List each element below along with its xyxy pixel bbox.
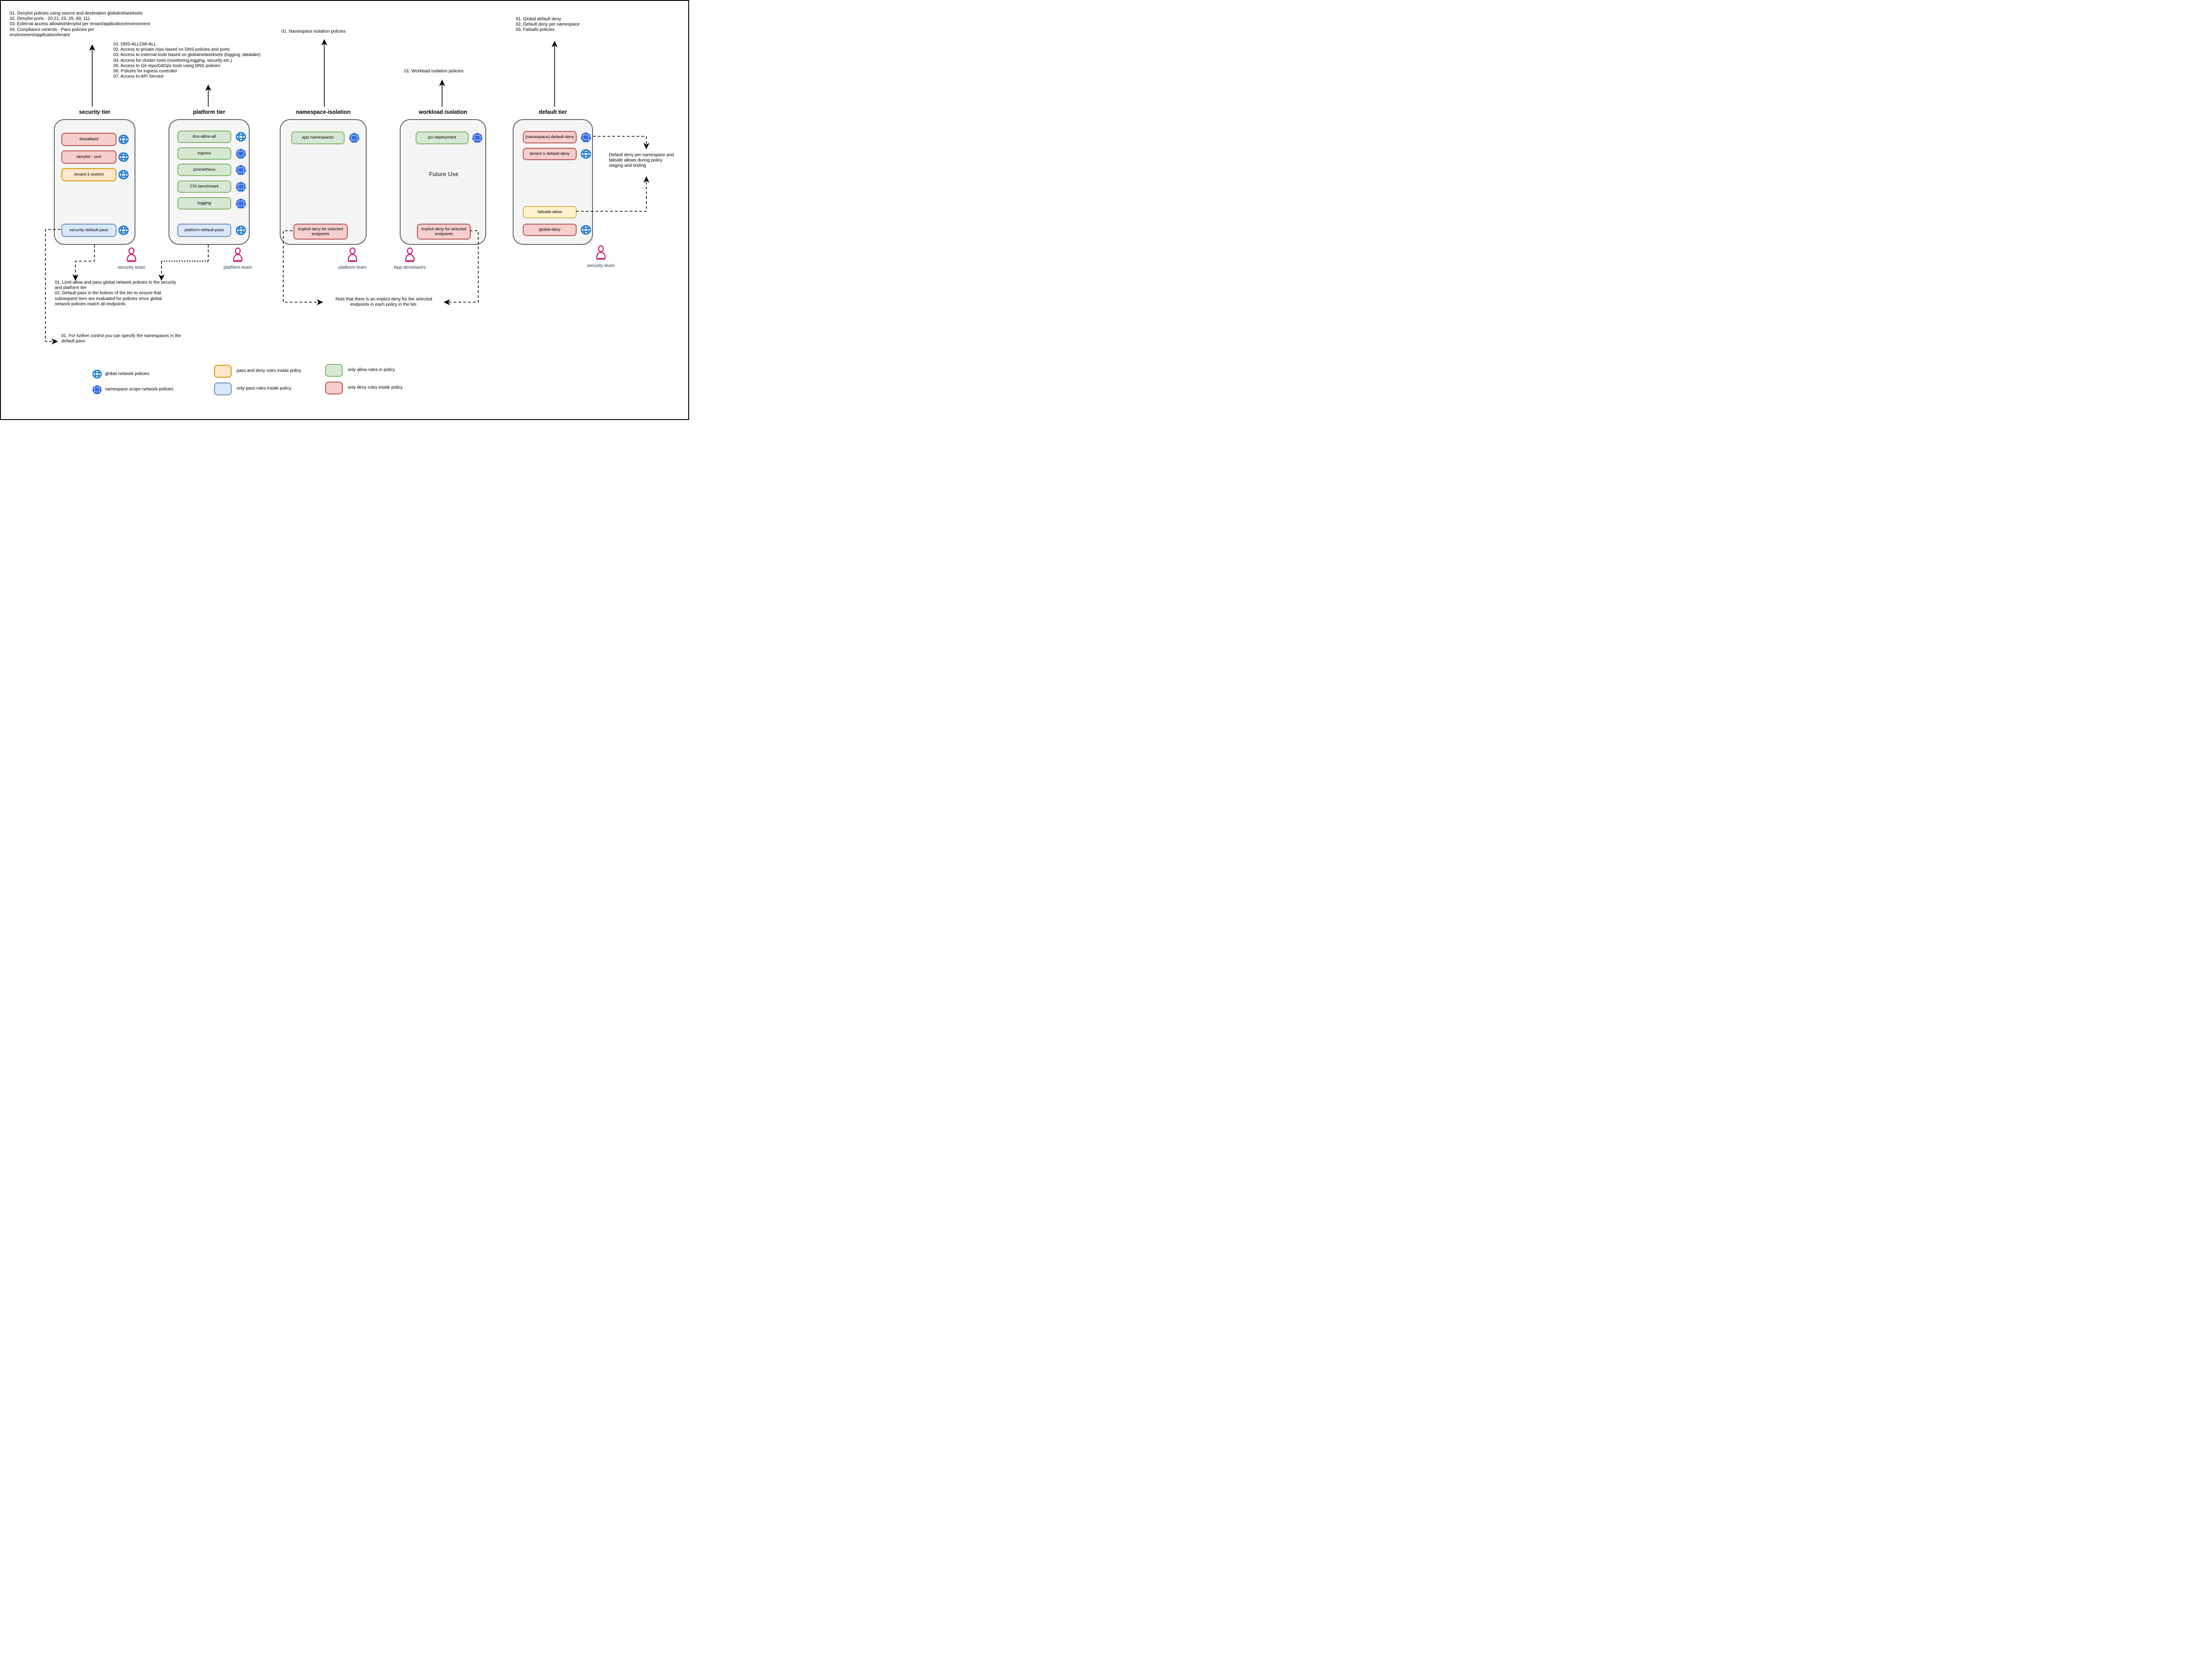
staging-testing-note: Default deny per namespace and failsafe … — [609, 153, 674, 169]
future-use-label: Future Use — [429, 171, 459, 177]
policy-threatfeed: threatfeed — [61, 133, 116, 146]
policy-app-namespaces: app namespaces — [291, 131, 345, 144]
platform-tier-note: 01. DNS-ALLOW-ALL 02. Access to private … — [113, 42, 261, 79]
only-deny-swatch — [325, 382, 343, 394]
namespace-icon — [236, 198, 246, 209]
tier-title-platform: platform tier — [193, 109, 225, 115]
tier-default: [namespace]-default-deny tenant-1-defaul… — [513, 119, 593, 245]
dashed-namespace-default-deny-to-staging-note — [593, 136, 649, 150]
globe-icon — [118, 225, 129, 236]
person-icon — [403, 248, 416, 262]
policy-implicit-deny-namespace: implicit deny for selected endpoints — [293, 224, 348, 240]
policy-prometheus: prometheus — [177, 164, 231, 176]
tier-workload-isolation: pci deployment Future Use implicit deny … — [400, 119, 486, 245]
person-icon — [125, 248, 138, 262]
tier-title-default: default tier — [539, 109, 567, 115]
security-tier-note: 01. Denylist policies using source and d… — [10, 11, 150, 38]
policy-platform-default-pass: platform-default-pass — [177, 224, 231, 237]
namespace-icon — [472, 132, 483, 143]
tier-title-workload-isolation: workload isolation — [419, 109, 467, 115]
policy-tenant-1-default-deny: tenant-1-default-deny — [523, 148, 577, 160]
globe-icon — [236, 225, 246, 236]
tier-title-security: security tier — [79, 109, 110, 115]
globe-icon — [118, 152, 129, 162]
policy-pci-deployment: pci deployment — [416, 131, 469, 144]
person-icon — [231, 248, 244, 262]
only-pass-swatch — [214, 382, 232, 395]
workload-tier-note: 01. Workload isolation policies — [404, 69, 464, 74]
legend-global-network-policies: global network policies — [105, 371, 150, 376]
tier-namespace-isolation: app namespaces implicit deny for selecte… — [280, 119, 367, 245]
policy-implicit-deny-workload: implicit deny for selected endpoints — [417, 224, 471, 240]
globe-icon — [118, 169, 129, 180]
legend-only-deny: only deny rules inside policy — [348, 385, 403, 390]
globe-icon — [118, 134, 129, 145]
namespace-icon — [349, 132, 360, 143]
policy-failsafe-allow: failsafe-allow — [523, 206, 577, 218]
policy-logging: logging — [177, 197, 231, 210]
team-label-security-2: security team — [587, 263, 615, 268]
policy-global-deny: global-deny — [523, 224, 577, 236]
namespace-icon — [236, 165, 246, 175]
person-icon — [346, 248, 359, 262]
policy-security-default-pass: security-default-pass — [61, 224, 116, 237]
globe-icon — [92, 369, 102, 379]
team-label-platform-2: platform team — [338, 265, 367, 270]
further-control-note: 01. For further control you can specify … — [61, 334, 181, 344]
tiered-network-policy-diagram: 01. Denylist policies using source and d… — [0, 0, 689, 420]
globe-icon — [581, 149, 591, 159]
globe-icon — [581, 225, 591, 235]
policy-namespace-default-deny: [namespace]-default-deny — [523, 131, 577, 143]
legend-namespace-scope-policies: namespace scope network policies — [105, 387, 174, 392]
legend-pass-and-deny: pass and deny rules inside policy — [236, 368, 301, 373]
namespace-tier-note: 01. Namespace isolation policies — [281, 29, 346, 34]
person-icon — [594, 245, 608, 260]
legend-only-pass: only pass rules inside policy — [236, 386, 291, 391]
tier-title-namespace-isolation: namespace-isolation — [296, 109, 351, 115]
limit-allow-pass-note: 01. Limit allow and pass global network … — [55, 280, 176, 307]
legend-only-allow: only allow rules in policy — [348, 368, 395, 372]
only-allow-swatch — [325, 364, 343, 377]
tier-platform: dns-allow-all ingress prometheus CIS ben… — [169, 119, 250, 245]
policy-denylist-port: denylist - port — [61, 150, 116, 164]
team-label-security: security team — [117, 265, 146, 270]
dashed-security-tier-to-limit-note — [72, 245, 95, 281]
pass-and-deny-swatch — [214, 365, 232, 378]
namespace-icon — [236, 148, 246, 159]
tier-security: threatfeed denylist - port tenant-1-rest… — [54, 119, 135, 245]
team-label-app-developers: App developers — [394, 265, 426, 270]
globe-icon — [236, 131, 246, 142]
policy-ingress: ingress — [177, 147, 231, 160]
policy-tenant-1-restrict: tenant-1-restrict — [61, 168, 116, 181]
namespace-icon — [236, 181, 246, 192]
namespace-icon — [92, 385, 102, 394]
policy-cis-benchmark: CIS benchmark — [177, 180, 231, 193]
namespace-icon — [581, 132, 591, 142]
implicit-deny-note: Note that there is an implicit deny for … — [335, 297, 432, 308]
policy-dns-allow-all: dns-allow-all — [177, 131, 231, 143]
default-tier-note: 01. Global default deny 02. Default deny… — [516, 17, 580, 33]
team-label-platform: platform team — [223, 265, 252, 270]
